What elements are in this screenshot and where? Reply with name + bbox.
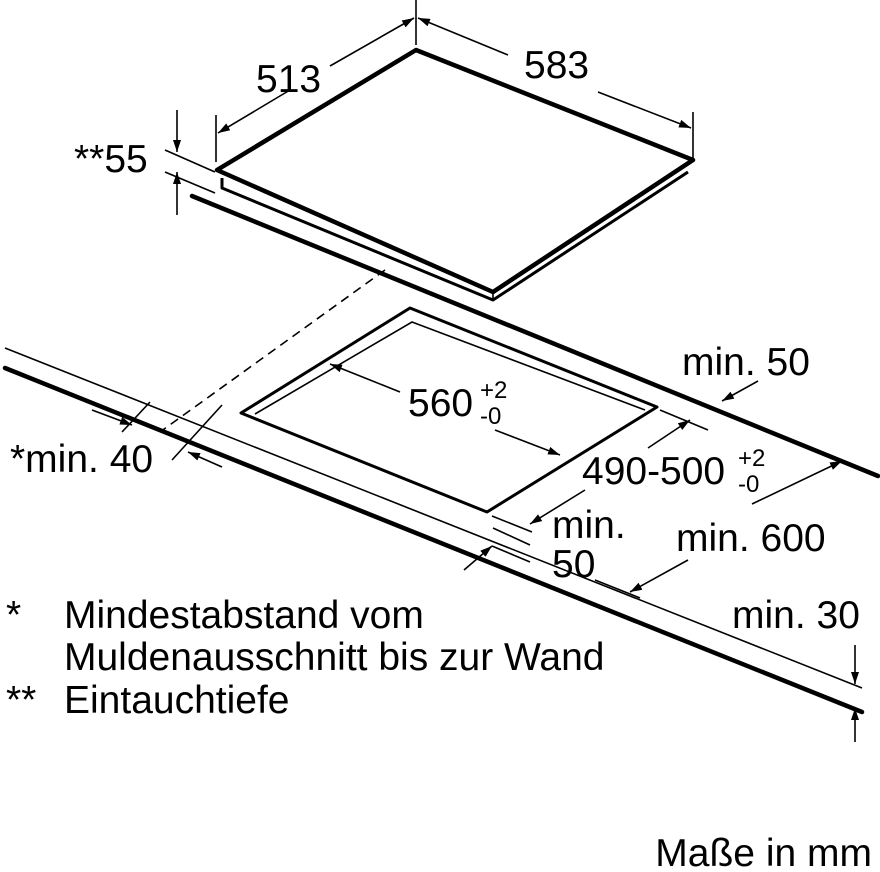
cutout-width-label: 560: [408, 382, 473, 425]
hob-base-edge: [220, 170, 689, 302]
footnote-2-line1: Eintauchtiefe: [64, 679, 290, 722]
hob-drawing: [189, 47, 880, 479]
cutout-width-tol-minus: -0: [480, 403, 501, 430]
hob-width-label: 583: [524, 44, 589, 87]
cutout-depth-dimension: 490-500 +2 -0: [491, 409, 765, 533]
footnote-1-line1: Mindestabstand vom: [64, 594, 424, 637]
insertion-depth-dimension: **55: [74, 110, 216, 215]
cutout-drawing: [239, 306, 659, 514]
wall-clearance-dimension: *min. 40: [10, 401, 223, 481]
footnote-2-mark: **: [6, 679, 36, 722]
insertion-depth-label: **55: [74, 138, 148, 181]
units-note: Maße in mm: [655, 832, 872, 872]
counter-depth-label: min. 600: [676, 517, 826, 560]
cutout-depth-tol-plus: +2: [738, 445, 765, 472]
counter-depth-dimension: min. 600: [594, 460, 843, 599]
footnote-1-mark: *: [6, 594, 21, 637]
back-clearance-dimension: min. 50: [682, 341, 810, 402]
wall-projection-line: [159, 269, 386, 433]
countertop-back-edge: [189, 193, 880, 479]
cutout-depth-label: 490-500: [582, 450, 725, 493]
hob-depth-label: 513: [256, 58, 321, 101]
front-clearance-label-line2: 50: [552, 543, 595, 586]
hob-width-dimension: 583: [417, 17, 694, 158]
footnotes: * Mindestabstand vom Muldenausschnitt bi…: [6, 594, 604, 722]
front-clearance-dimension: min. 50: [463, 504, 626, 586]
hob-depth-dimension: 513: [215, 0, 417, 162]
footnote-1-line2: Muldenausschnitt bis zur Wand: [64, 636, 604, 679]
front-clearance-label-line1: min.: [552, 504, 626, 547]
wall-clearance-label: *min. 40: [10, 438, 153, 481]
counter-thickness-dimension: min. 30: [732, 594, 860, 742]
cutout-width-tol-plus: +2: [480, 377, 507, 404]
cutout-outline: [239, 306, 659, 514]
countertop-front-edge: [2, 365, 865, 715]
cutout-depth-tol-minus: -0: [738, 471, 759, 498]
counter-thickness-label: min. 30: [732, 594, 860, 637]
back-clearance-label: min. 50: [682, 341, 810, 384]
cutout-width-dimension: 560 +2 -0: [329, 363, 561, 456]
